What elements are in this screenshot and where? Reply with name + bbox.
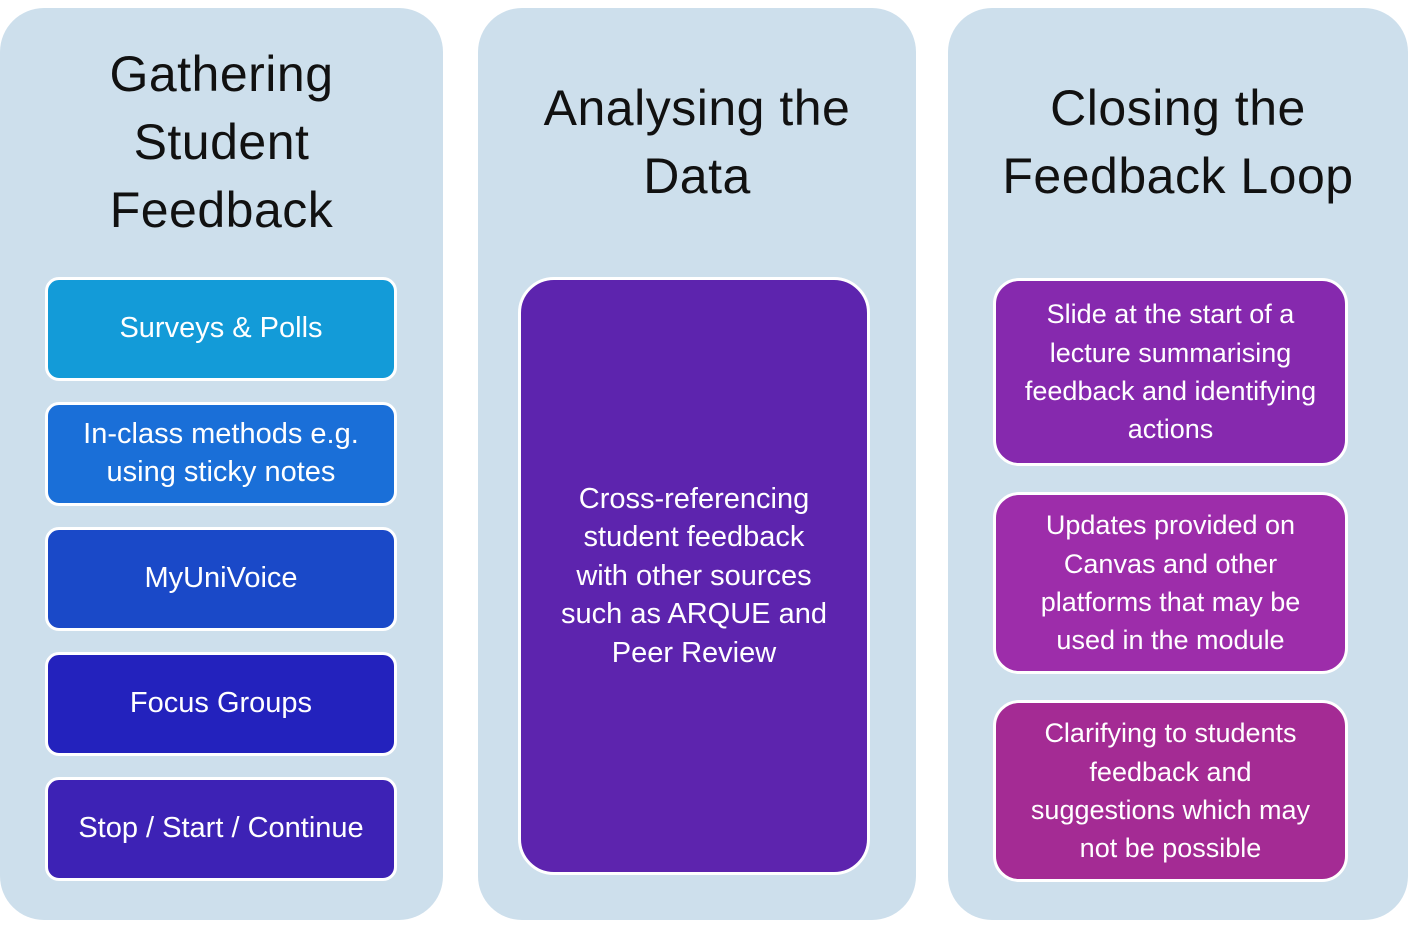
column-title-gathering: Gathering Student Feedback (109, 46, 334, 238)
box-stop-start-continue-label: Stop / Start / Continue (78, 812, 364, 845)
box-canvas-updates: Updates provided on Canvas and other pla… (993, 492, 1348, 674)
box-lecture-slide-summary-label: Slide at the start of a lecture summaris… (1024, 299, 1317, 445)
box-myunivoice: MyUniVoice (45, 527, 397, 631)
box-cross-referencing-label: Cross-referencing student feedback with … (561, 482, 827, 669)
box-clarifying-feedback-label: Clarifying to students feedback and sugg… (1030, 718, 1311, 864)
box-in-class-methods-label: In-class methods e.g. using sticky notes (83, 418, 359, 488)
box-stop-start-continue: Stop / Start / Continue (45, 777, 397, 881)
box-myunivoice-label: MyUniVoice (144, 562, 298, 595)
box-clarifying-feedback: Clarifying to students feedback and sugg… (993, 700, 1348, 882)
column-title-analysing: Analysing the Data (543, 80, 851, 204)
box-surveys-polls-label: Surveys & Polls (119, 312, 323, 345)
box-in-class-methods: In-class methods e.g. using sticky notes (45, 402, 397, 506)
box-focus-groups: Focus Groups (45, 652, 397, 756)
column-closing-feedback-loop: Closing the Feedback Loop Slide at the s… (948, 8, 1408, 920)
box-focus-groups-label: Focus Groups (129, 687, 313, 720)
box-canvas-updates-label: Updates provided on Canvas and other pla… (1040, 510, 1301, 656)
gathering-methods-list: Surveys & Polls In-class methods e.g. us… (45, 277, 397, 902)
box-lecture-slide-summary: Slide at the start of a lecture summaris… (993, 278, 1348, 466)
column-title-closing: Closing the Feedback Loop (1002, 80, 1354, 204)
column-gathering-student-feedback: Gathering Student Feedback Surveys & Pol… (0, 8, 443, 920)
column-analysing-the-data: Analysing the Data Cross-referencing stu… (478, 8, 916, 920)
box-cross-referencing: Cross-referencing student feedback with … (518, 277, 870, 875)
box-surveys-polls: Surveys & Polls (45, 277, 397, 381)
